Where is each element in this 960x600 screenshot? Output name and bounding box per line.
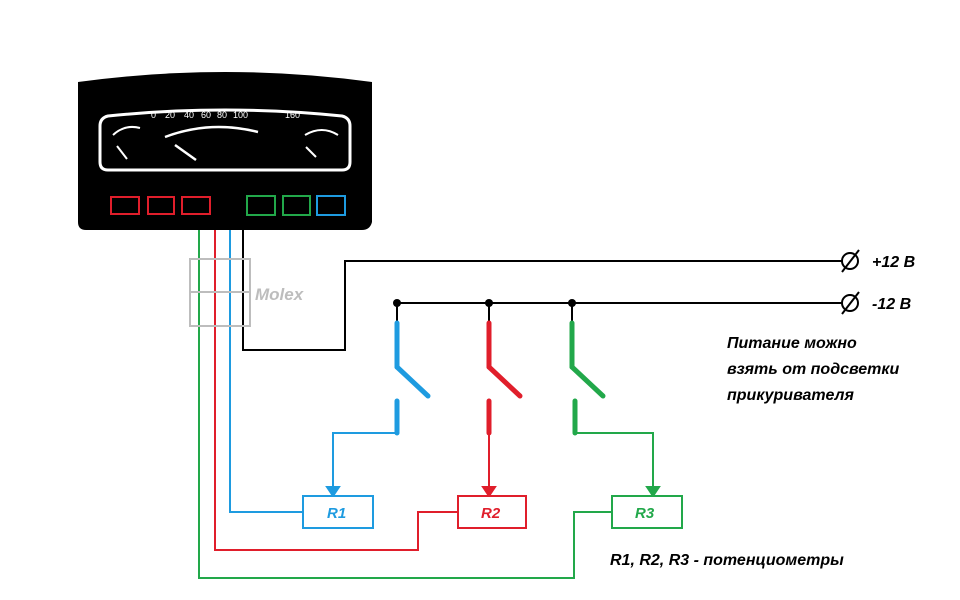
indicator-green-1 bbox=[246, 195, 276, 216]
indicator-blue-1 bbox=[316, 195, 346, 216]
terminal-plus-label: +12 В bbox=[872, 254, 915, 271]
switch-red-lever bbox=[486, 364, 523, 399]
terminal-plus-slash bbox=[841, 249, 860, 273]
switch-green-lever bbox=[569, 364, 606, 399]
scale-label-40: 40 bbox=[184, 110, 194, 120]
gauge-arc-center bbox=[164, 125, 259, 139]
indicator-red-3 bbox=[181, 196, 211, 215]
terminal-minus-slash bbox=[841, 291, 860, 315]
terminal-minus bbox=[841, 291, 860, 315]
scale-label-160: 160 bbox=[285, 110, 300, 120]
wire-black-plus bbox=[242, 230, 843, 351]
gauge-arc-left bbox=[112, 125, 141, 136]
resistor-r2-label: R2 bbox=[481, 505, 501, 522]
resistor-r2-box bbox=[457, 495, 527, 529]
gauge-needle-center bbox=[174, 143, 197, 162]
arrow-red bbox=[481, 486, 497, 498]
resistor-r3-box bbox=[611, 495, 683, 529]
gauge-needle-left bbox=[116, 145, 128, 160]
scale-label-80: 80 bbox=[217, 110, 227, 120]
molex-outline-bottom bbox=[189, 291, 251, 327]
scale-label-0: 0 bbox=[151, 110, 156, 120]
switch-red bbox=[486, 303, 523, 436]
arrow-blue bbox=[325, 486, 341, 498]
note-potentiometers: R1, R2, R3 - потенциометры bbox=[610, 552, 844, 569]
switch-green bbox=[569, 303, 606, 436]
link-blue bbox=[332, 432, 397, 493]
scale-label-60: 60 bbox=[201, 110, 211, 120]
gauge-needle-right bbox=[305, 146, 317, 158]
gauge-arc-right bbox=[304, 129, 339, 136]
molex-label: Molex bbox=[255, 285, 305, 304]
note-power-line-1: Питание можно bbox=[727, 335, 857, 352]
switch-blue bbox=[394, 303, 431, 436]
wire-red bbox=[214, 230, 458, 551]
gauge-face bbox=[98, 108, 352, 172]
resistor-r1-label: R1 bbox=[327, 505, 346, 522]
indicator-green-2 bbox=[282, 195, 311, 216]
indicator-red-1 bbox=[110, 196, 140, 215]
wire-green bbox=[198, 230, 612, 579]
switch-blue-lever bbox=[394, 364, 431, 399]
scale-label-100: 100 bbox=[233, 110, 248, 120]
note-power-line-2: взять от подсветки bbox=[727, 361, 899, 378]
scale-label-20: 20 bbox=[165, 110, 175, 120]
terminal-plus bbox=[841, 249, 860, 273]
arrow-green bbox=[645, 486, 661, 498]
resistor-r3-label: R3 bbox=[635, 505, 655, 522]
wires bbox=[198, 230, 843, 579]
wire-blue bbox=[229, 230, 303, 513]
note-power-line-3: прикуривателя bbox=[727, 387, 854, 404]
resistor-r1-box bbox=[302, 495, 374, 529]
molex-connector bbox=[189, 258, 251, 327]
indicator-red-2 bbox=[147, 196, 175, 215]
link-green bbox=[575, 432, 654, 493]
terminal-minus-label: -12 В bbox=[872, 296, 911, 313]
gauge-cluster: 0 20 40 60 80 100 160 bbox=[78, 72, 372, 230]
switch-connections bbox=[325, 432, 661, 498]
